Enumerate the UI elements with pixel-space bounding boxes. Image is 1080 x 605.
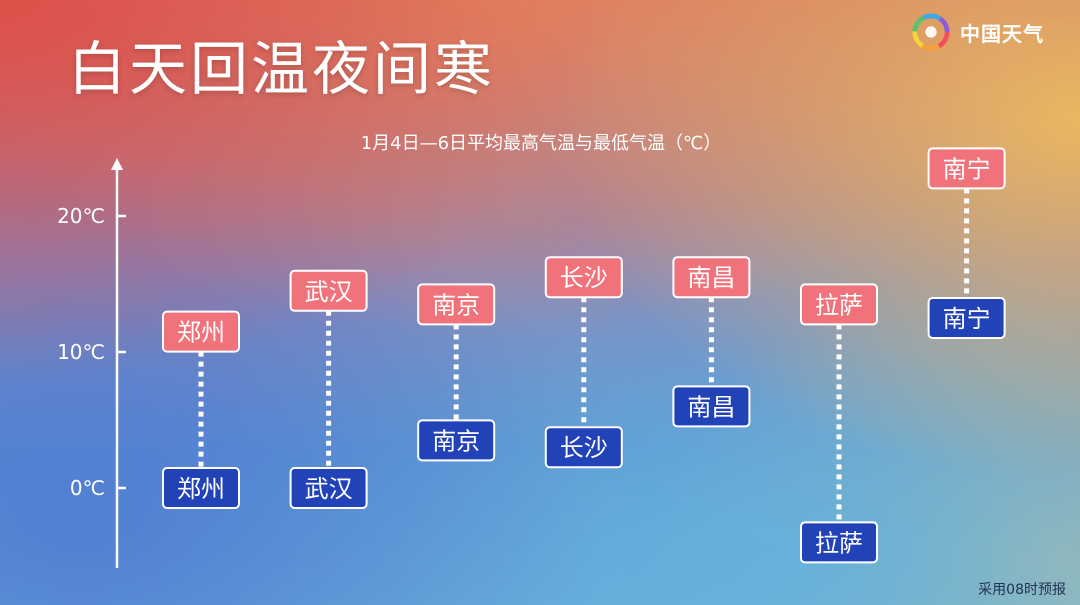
high-temp-marker bbox=[162, 310, 240, 353]
forecast-footnote: 采用08时预报 bbox=[978, 582, 1066, 598]
high-city-label: 南昌 bbox=[687, 264, 735, 292]
high-city-label: 武汉 bbox=[305, 278, 353, 306]
high-city-label: 郑州 bbox=[177, 319, 225, 347]
low-temp-marker bbox=[927, 297, 1006, 339]
low-city-label: 南京 bbox=[432, 427, 480, 455]
high-temp-marker bbox=[927, 147, 1006, 190]
high-temp-marker bbox=[289, 269, 368, 312]
high-temp-marker bbox=[672, 256, 751, 299]
low-temp-marker bbox=[289, 467, 368, 509]
low-temp-marker bbox=[544, 426, 623, 469]
y-tick-label: 20℃ bbox=[57, 204, 105, 228]
high-city-label: 拉萨 bbox=[815, 291, 863, 319]
high-temp-marker bbox=[544, 256, 623, 299]
chart-subtitle: 1月4日—6日平均最高气温与最低气温（℃） bbox=[360, 133, 722, 154]
low-temp-marker bbox=[417, 419, 496, 462]
high-city-label: 南宁 bbox=[943, 155, 991, 183]
high-city-label: 长沙 bbox=[560, 264, 608, 292]
page-title: 白天回温夜间寒 bbox=[68, 35, 496, 103]
high-temp-marker bbox=[417, 283, 496, 326]
low-city-label: 郑州 bbox=[177, 475, 225, 503]
y-tick-label: 10℃ bbox=[57, 340, 105, 364]
low-city-label: 南宁 bbox=[943, 305, 991, 333]
y-axis-arrow bbox=[111, 158, 123, 170]
low-city-label: 武汉 bbox=[305, 475, 353, 503]
low-city-label: 长沙 bbox=[560, 434, 608, 462]
high-temp-marker bbox=[800, 283, 878, 326]
low-temp-marker bbox=[800, 521, 878, 564]
low-temp-marker bbox=[672, 385, 751, 428]
y-tick-label: 0℃ bbox=[70, 476, 105, 500]
high-city-label: 南京 bbox=[432, 291, 480, 319]
logo-text: 中国天气 bbox=[960, 21, 1044, 46]
spiral-rainbow-icon bbox=[912, 13, 950, 51]
brand-logo: 中国天气 bbox=[912, 12, 1062, 52]
low-temp-marker bbox=[162, 467, 240, 509]
low-city-label: 南昌 bbox=[687, 393, 735, 421]
low-city-label: 拉萨 bbox=[815, 529, 863, 557]
